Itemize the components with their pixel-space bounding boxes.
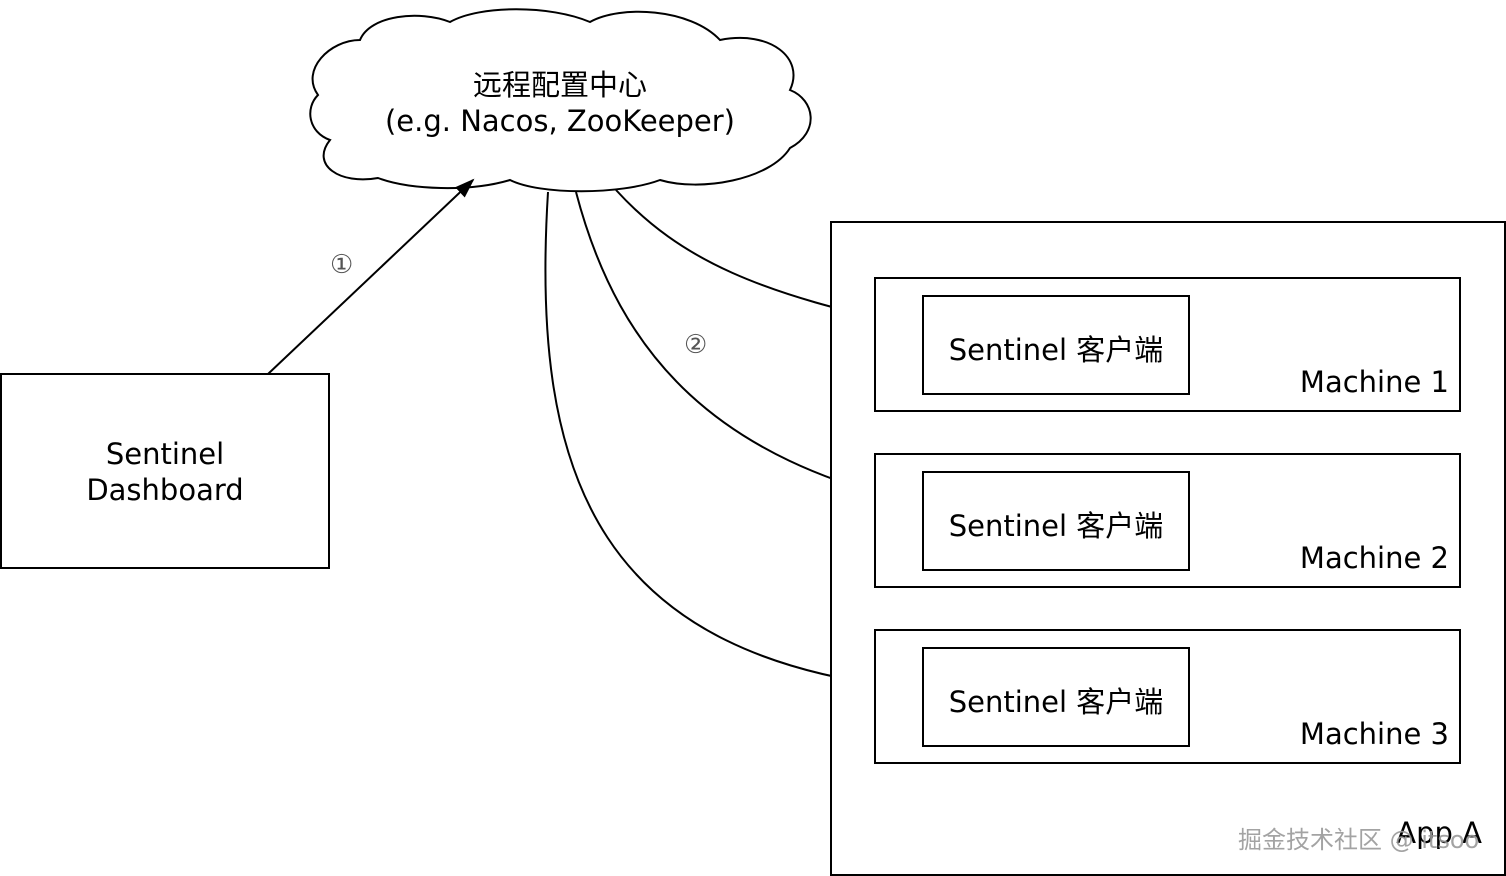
sentinel-client-1-box: Sentinel 客户端 (922, 295, 1190, 395)
arrow-dashboard-to-cloud (267, 178, 475, 375)
machine-3-label: Machine 3 (1299, 717, 1449, 751)
sentinel-client-2-box: Sentinel 客户端 (922, 471, 1190, 571)
sentinel-client-3-box: Sentinel 客户端 (922, 647, 1190, 747)
cloud-title: 远程配置中心 (472, 68, 647, 102)
arrow-cloud-to-client-3 (544, 191, 925, 696)
dashboard-label-line2: Dashboard (86, 473, 244, 507)
cloud-shape (309, 8, 812, 193)
sentinel-client-3-label: Sentinel 客户端 (948, 685, 1164, 719)
step-2-marker: ② (684, 330, 708, 360)
dashboard-label-line1: Sentinel (105, 437, 225, 471)
machine-2-label: Machine 2 (1299, 541, 1449, 575)
machine-1-label: Machine 1 (1299, 365, 1449, 399)
sentinel-dashboard-box: Sentinel Dashboard (0, 373, 330, 569)
app-a-label: App A (1396, 816, 1482, 850)
watermark-text: 掘金技术社区 @ itsoo (1238, 826, 1480, 854)
sentinel-client-1-label: Sentinel 客户端 (948, 333, 1164, 367)
step-1-marker: ① (330, 250, 354, 280)
sentinel-client-2-label: Sentinel 客户端 (948, 509, 1164, 543)
cloud-subtitle: (e.g. Nacos, ZooKeeper) (384, 104, 735, 138)
